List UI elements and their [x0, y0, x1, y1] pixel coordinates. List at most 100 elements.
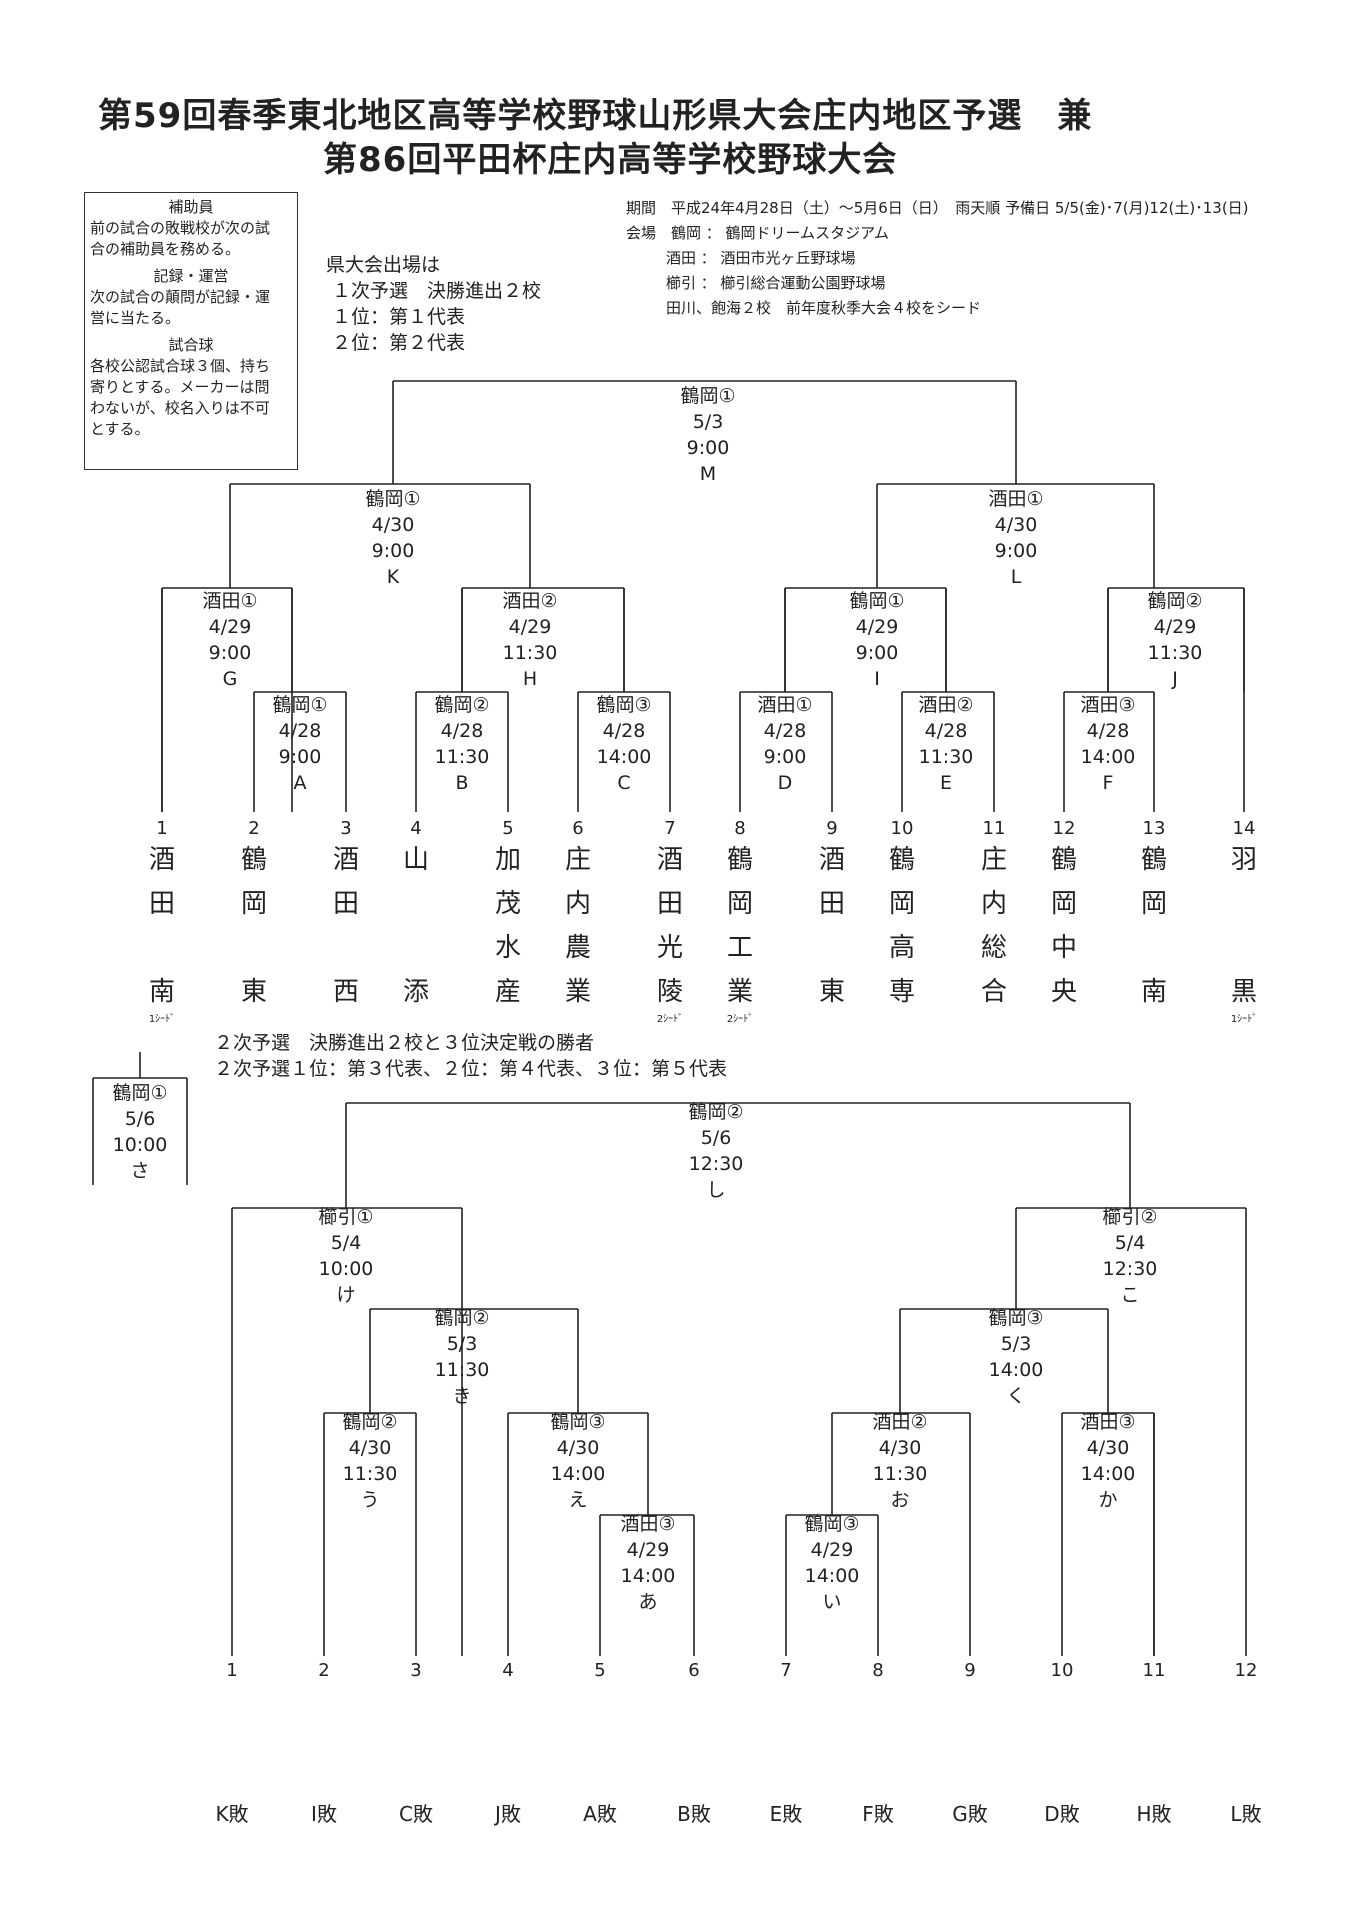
game-code: K [386, 566, 400, 588]
game-code: F [1102, 772, 1114, 794]
team-char: 田 [656, 889, 683, 919]
game-date: 4/28 [924, 720, 968, 742]
team-char: 南 [1140, 977, 1167, 1007]
team-number: 6 [572, 818, 584, 839]
ball-line: 各校公認試合球３個、持ち [90, 357, 271, 375]
team-char: 岡 [240, 889, 267, 919]
team-char [140, 926, 184, 970]
game-code: D [777, 772, 793, 794]
team-char [394, 926, 438, 970]
ball-line: 寄りとする。メーカーは問 [90, 378, 270, 396]
team-char: 農 [564, 933, 591, 963]
team-char: 田 [818, 889, 845, 919]
helper-line: 前の試合の敗戦校が次の試 [90, 219, 271, 237]
team-char: 鶴 [240, 845, 267, 875]
game-date: 4/30 [348, 1437, 392, 1459]
game-code: E [939, 772, 952, 794]
game-time: 9:00 [855, 642, 899, 664]
game-venue: 酒田③ [1080, 1411, 1136, 1433]
team-char: 茂 [494, 889, 521, 919]
game-venue: 鶴岡① [849, 590, 905, 612]
game-venue: 鶴岡③ [804, 1513, 860, 1535]
ball-heading: 試合球 [168, 336, 214, 354]
loser-slot: K敗 [215, 1802, 249, 1826]
game-venue: 酒田② [872, 1411, 928, 1433]
game-code: C [617, 772, 631, 794]
record-line: 次の試合の顛問が記録・運 [90, 288, 271, 306]
rules-text: 補助員 前の試合の敗戦校が次の試 合の補助員を務める。 記録・運営 次の試合の顛… [90, 197, 292, 440]
event-info: 期間 平成24年4月28日（土）～5月6日（日） 雨天順 予備日 5/5(金)･… [626, 196, 1249, 321]
record-line: 営に当たる。 [90, 309, 181, 327]
team-char: 業 [564, 977, 591, 1007]
game-venue: 鶴岡③ [988, 1307, 1044, 1329]
team-char: 南 [148, 977, 175, 1007]
team-name: 庄内農業 [556, 838, 600, 1014]
team-char: 陵 [656, 977, 683, 1007]
game-time: 11:30 [502, 642, 558, 664]
qualify-line: ２位：第２代表 [332, 332, 466, 354]
team-char: 工 [726, 933, 753, 963]
game-code: L [1010, 566, 1022, 588]
team-char: 田 [332, 889, 359, 919]
game-venue: 鶴岡③ [550, 1411, 606, 1433]
title-line-2: 第86回平田杯庄内高等学校野球大会 [323, 140, 898, 180]
game-time: 11:30 [872, 1463, 928, 1485]
game-time: 12:30 [688, 1153, 744, 1175]
ball-line: とする。 [90, 420, 150, 438]
slot-number: 7 [780, 1660, 792, 1681]
team-char [1132, 926, 1176, 970]
helper-line: 合の補助員を務める。 [90, 240, 241, 258]
game-venue: 鶴岡① [365, 488, 421, 510]
game-time: 12:30 [1102, 1258, 1158, 1280]
team-char: 田 [148, 889, 175, 919]
team-number: 3 [340, 818, 352, 839]
slot-number: 8 [872, 1660, 884, 1681]
game-time: 14:00 [596, 746, 652, 768]
qualify-note: 県大会出場は １次予選 決勝進出２校 １位：第１代表 ２位：第２代表 [326, 252, 541, 356]
game-time: 14:00 [804, 1565, 860, 1587]
game-time: 14:00 [550, 1463, 606, 1485]
game-time: 9:00 [763, 746, 807, 768]
game-time: 11:30 [434, 746, 490, 768]
loser-slot: E敗 [769, 1802, 803, 1826]
team-char: 内 [564, 889, 591, 919]
team-char: 酒 [818, 845, 845, 875]
team-name: 酒田南 [140, 838, 184, 1014]
team-char: 加 [494, 845, 521, 875]
game-date: 5/3 [446, 1333, 478, 1355]
game-venue: 酒田② [918, 694, 974, 716]
team-char [810, 926, 854, 970]
seed-mark: 2ｼｰﾄﾞ [656, 1014, 684, 1025]
team-char: 羽 [1230, 845, 1257, 875]
game-date: 4/28 [278, 720, 322, 742]
team-char: 央 [1050, 977, 1077, 1007]
team-char: 鶴 [888, 845, 915, 875]
team-char: 光 [656, 933, 683, 963]
game-venue: 鶴岡② [688, 1101, 744, 1123]
game-time: 11:30 [342, 1463, 398, 1485]
slot-number: 12 [1234, 1660, 1258, 1681]
loser-slot: G敗 [952, 1802, 988, 1826]
team-char: 黒 [1230, 977, 1257, 1007]
game-venue: 鶴岡① [112, 1082, 168, 1104]
game-code: J [1172, 668, 1178, 690]
game-time: 14:00 [620, 1565, 676, 1587]
team-char [1222, 926, 1266, 970]
loser-slot: L敗 [1230, 1802, 1262, 1826]
game-date: 4/29 [1153, 616, 1197, 638]
game-venue: 酒田① [757, 694, 813, 716]
team-number: 5 [502, 818, 514, 839]
game-date: 4/28 [763, 720, 807, 742]
